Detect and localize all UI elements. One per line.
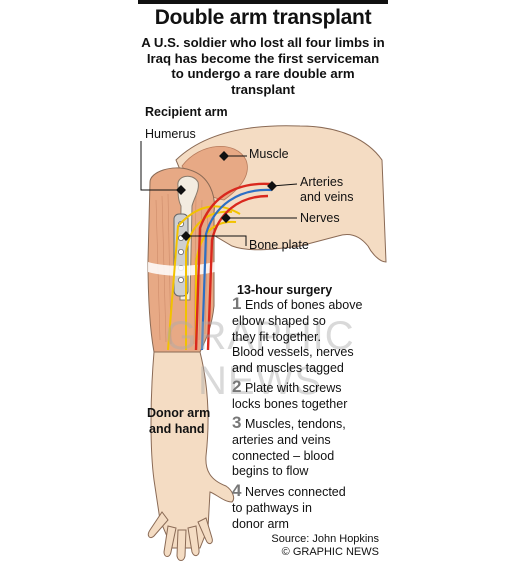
veins-label: and veins [300, 190, 354, 204]
step-4: 4 Nerves connected to pathways in donor … [232, 481, 392, 532]
step-line: elbow shaped so [232, 313, 326, 328]
step-line: Blood vessels, nerves [232, 345, 354, 360]
hand-fingers [147, 511, 213, 561]
step-line: to pathways in [232, 500, 312, 515]
donor-hand-label: and hand [149, 422, 205, 436]
step-line: they fit together. [232, 329, 321, 344]
step-number: 2 [232, 377, 242, 396]
recipient-arm-label: Recipient arm [145, 105, 228, 119]
step-number: 1 [232, 294, 242, 313]
step-line: locks bones together [232, 396, 348, 411]
surgery-heading: 13-hour surgery [237, 283, 333, 297]
step-line: donor arm [232, 516, 289, 531]
step-line: connected – blood [232, 448, 335, 463]
step-1: 1 Ends of bones above elbow shaped so th… [232, 294, 392, 377]
step-line: Muscles, tendons, [244, 417, 346, 431]
page-subtitle: A U.S. soldier who lost all four limbs i… [141, 35, 385, 97]
step-number: 4 [232, 481, 242, 500]
watermark-text: GRAPHIC NEWS [165, 314, 355, 403]
humerus-label: Humerus [145, 127, 196, 141]
nerves-label: Nerves [300, 211, 340, 225]
bone-plate-label: Bone plate [249, 238, 309, 252]
source-credit: Source: John Hopkins [271, 533, 379, 545]
copyright-credit: © GRAPHIC NEWS [281, 546, 379, 558]
step-number: 3 [232, 413, 242, 432]
page-title: Double arm transplant [154, 6, 372, 29]
step-line: and muscles tagged [232, 361, 344, 376]
step-line: Ends of bones above [244, 298, 363, 312]
step-2: 2 Plate with screws locks bones together [232, 377, 392, 413]
vein-lines [200, 188, 273, 351]
arteries-label: Arteries [300, 175, 344, 189]
step-3: 3 Muscles, tendons, arteries and veins c… [232, 413, 392, 480]
step-line: arteries and veins [232, 432, 331, 447]
step-line: begins to flow [232, 464, 309, 479]
step-line: Nerves connected [244, 485, 346, 499]
donor-arm-label: Donor arm [147, 406, 211, 420]
step-line: Plate with screws [244, 381, 342, 395]
title-rule [138, 0, 388, 4]
forearm [150, 351, 235, 549]
muscle-label: Muscle [249, 147, 289, 161]
artery-lines [194, 182, 271, 351]
